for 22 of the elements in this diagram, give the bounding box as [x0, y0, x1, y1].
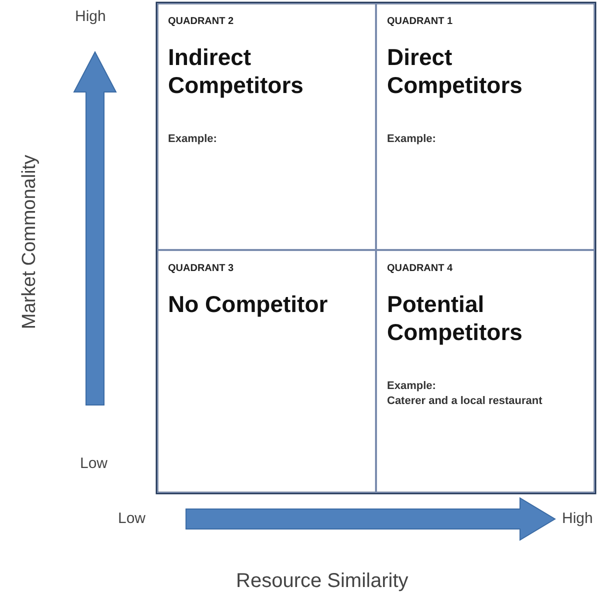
- quadrant-title: Indirect Competitors: [168, 44, 304, 100]
- axis-value: Low: [118, 510, 146, 527]
- example-heading: Example:: [387, 132, 437, 146]
- quadrant-title: Direct Competitors: [387, 44, 524, 100]
- quadrant-cell: [376, 250, 595, 493]
- example-heading: Example:: [168, 132, 218, 146]
- axis-value: Low: [80, 455, 108, 472]
- quadrant-number: QUADRANT 1: [387, 16, 453, 27]
- quadrant-number: QUADRANT 4: [387, 263, 453, 274]
- axis-title: Resource Similarity: [236, 570, 408, 593]
- quadrant-title: No Competitor: [168, 291, 329, 319]
- example-heading: Example:: [387, 379, 437, 394]
- axis-value: High: [562, 510, 593, 527]
- quadrant-title: Potential Competitors: [387, 291, 524, 346]
- example-text: Caterer and a local restaurant: [387, 394, 544, 408]
- quadrant-cell: [157, 250, 376, 493]
- quadrant-cell: [157, 3, 376, 250]
- quadrant-cell: [376, 3, 595, 250]
- axis-title: Market Commonality: [19, 154, 41, 330]
- axis-value: High: [75, 8, 106, 25]
- quadrant-number: QUADRANT 2: [168, 16, 234, 27]
- quadrant-number: QUADRANT 3: [168, 263, 234, 274]
